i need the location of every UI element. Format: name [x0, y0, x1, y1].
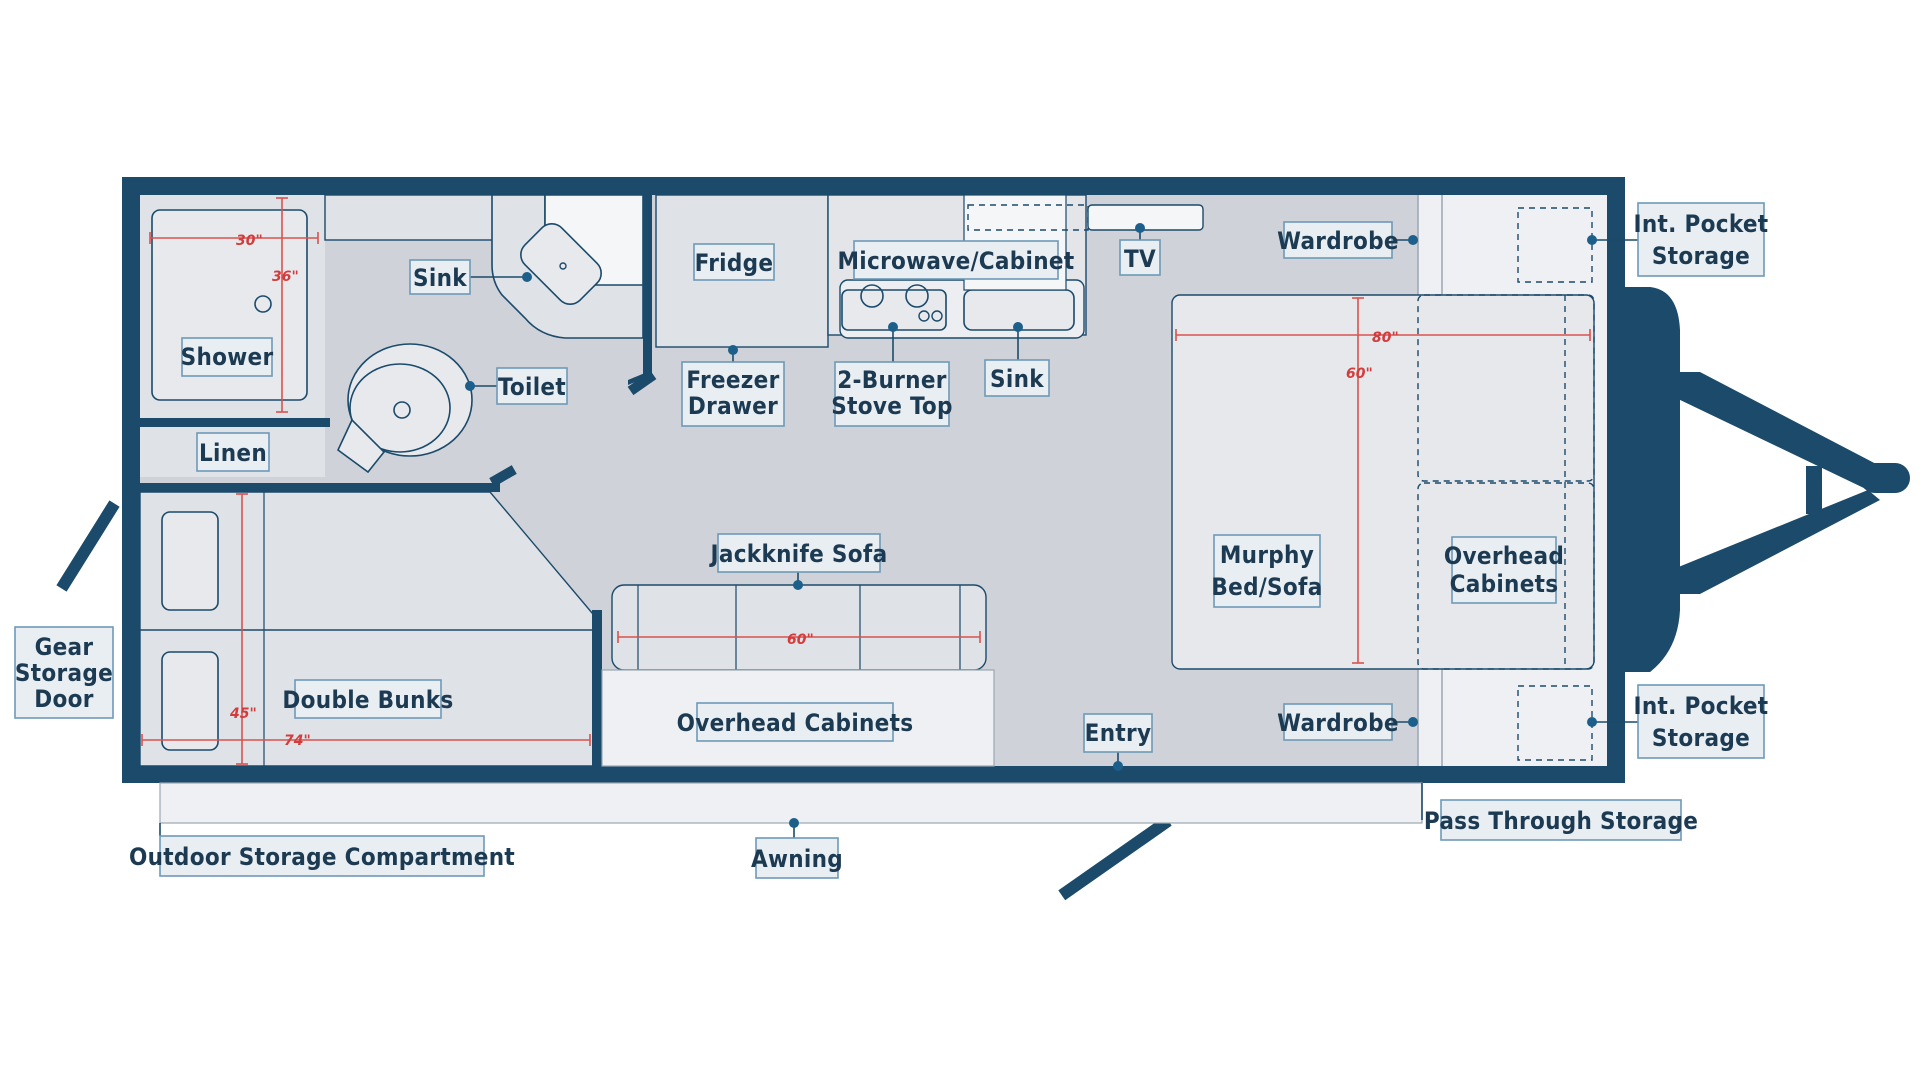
label-double-bunks: Double Bunks — [282, 679, 453, 719]
awning — [159, 782, 1423, 824]
svg-text:Stove Top: Stove Top — [831, 392, 952, 420]
shower-drain — [254, 295, 272, 313]
tongue-upper — [1676, 372, 1880, 490]
svg-text:Freezer: Freezer — [686, 366, 779, 394]
svg-text:2-Burner: 2-Burner — [837, 366, 947, 394]
svg-text:Int. Pocket: Int. Pocket — [1634, 692, 1769, 720]
svg-text:Awning: Awning — [751, 845, 843, 873]
svg-text:Gear: Gear — [35, 633, 94, 661]
svg-text:Sink: Sink — [990, 365, 1044, 393]
label-toilet: Toilet — [496, 367, 568, 405]
dim-bunk-length: 74" — [284, 733, 311, 749]
murphy-bed — [1171, 294, 1595, 670]
dim-bed-length: 60" — [1346, 366, 1373, 382]
bunk-window-lower — [161, 651, 219, 751]
svg-text:Outdoor Storage Compartment: Outdoor Storage Compartment — [129, 843, 515, 871]
hitch-frame — [1625, 287, 1680, 672]
label-outdoor-storage: Outdoor Storage Compartment — [129, 835, 515, 877]
label-jackknife-sofa: Jackknife Sofa — [709, 533, 888, 573]
label-shower: Shower — [181, 337, 274, 377]
bunk-wall — [592, 610, 602, 766]
label-pass-through-storage: Pass Through Storage — [1424, 799, 1698, 841]
svg-text:Microwave/Cabinet: Microwave/Cabinet — [837, 247, 1074, 275]
svg-text:Overhead: Overhead — [1444, 542, 1564, 570]
dim-bunk-height: 45" — [229, 706, 257, 722]
label-microwave: Microwave/Cabinet — [837, 240, 1074, 280]
overhead-cabinet-lower — [1417, 482, 1595, 670]
label-fridge: Fridge — [693, 243, 775, 281]
label-entry: Entry — [1083, 713, 1153, 753]
svg-text:Bed/Sofa: Bed/Sofa — [1211, 573, 1322, 601]
svg-text:Storage: Storage — [1652, 242, 1750, 270]
tv-mount — [1087, 204, 1204, 231]
hitch-coupler — [1860, 463, 1910, 493]
toilet-bowl — [347, 343, 473, 457]
svg-text:TV: TV — [1124, 245, 1156, 273]
dimension-lines — [141, 197, 1591, 765]
dim-bed-width: 80" — [1372, 330, 1399, 346]
svg-text:Storage: Storage — [1652, 724, 1750, 752]
svg-text:Wardrobe: Wardrobe — [1277, 227, 1399, 255]
svg-text:Pass Through Storage: Pass Through Storage — [1424, 807, 1698, 835]
svg-text:Int. Pocket: Int. Pocket — [1634, 210, 1769, 238]
label-tv: TV — [1119, 239, 1161, 276]
bath-wall — [643, 195, 652, 375]
dim-sofa-width: 60" — [787, 632, 814, 648]
jackknife-sofa — [611, 584, 987, 671]
svg-text:Linen: Linen — [199, 439, 267, 467]
overhead-cabinet-upper — [1417, 294, 1595, 482]
tongue-lower — [1676, 490, 1880, 594]
entry-door — [1058, 815, 1172, 901]
label-awning: Awning — [751, 837, 843, 879]
svg-text:Drawer: Drawer — [688, 392, 778, 420]
svg-text:Cabinets: Cabinets — [1450, 570, 1559, 598]
svg-text:Toilet: Toilet — [498, 373, 566, 401]
svg-text:Overhead Cabinets: Overhead Cabinets — [677, 709, 914, 737]
dim-shower-depth: 36" — [272, 269, 299, 285]
svg-text:Door: Door — [34, 685, 94, 713]
svg-text:Double Bunks: Double Bunks — [282, 686, 453, 714]
label-overhead-bottom: Overhead Cabinets — [677, 702, 914, 742]
label-bath-sink: Sink — [409, 259, 471, 295]
svg-text:Storage: Storage — [15, 659, 113, 687]
bunk-window-upper — [161, 511, 219, 611]
label-wardrobe-bottom: Wardrobe — [1277, 703, 1399, 741]
svg-text:Sink: Sink — [413, 264, 467, 292]
leader-lines — [159, 223, 1638, 840]
svg-text:Fridge: Fridge — [695, 249, 774, 277]
gear-door — [56, 500, 120, 592]
svg-text:Shower: Shower — [181, 343, 274, 371]
bunk-room-wall — [140, 483, 500, 492]
svg-text:Murphy: Murphy — [1220, 541, 1314, 569]
svg-text:Jackknife Sofa: Jackknife Sofa — [709, 540, 888, 568]
bath-partition — [140, 418, 330, 427]
label-linen: Linen — [196, 432, 270, 472]
dim-shower-width: 30" — [236, 233, 263, 249]
svg-text:Wardrobe: Wardrobe — [1277, 709, 1399, 737]
svg-text:Entry: Entry — [1085, 719, 1152, 747]
label-wardrobe-top: Wardrobe — [1277, 221, 1399, 259]
label-kitchen-sink: Sink — [984, 359, 1050, 397]
